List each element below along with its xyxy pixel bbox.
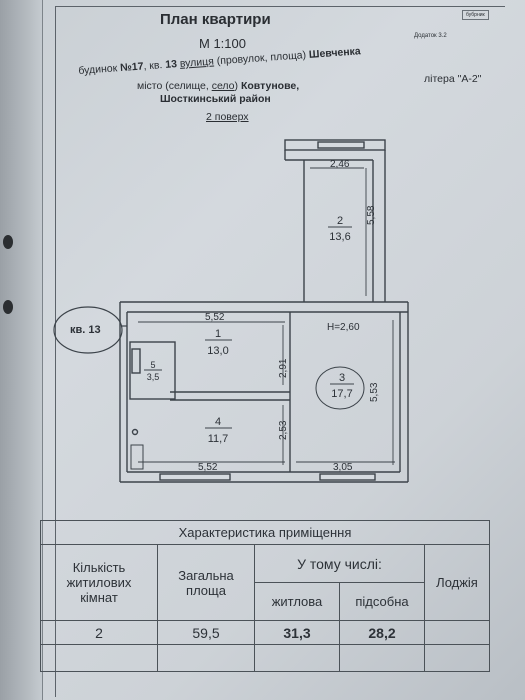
- city-name: Ковтунове,: [240, 80, 300, 92]
- header-total-line2: площа: [186, 582, 226, 598]
- address-line-2: місто (селище, село) Ковтунове,: [137, 80, 299, 92]
- window: [159, 473, 231, 481]
- room5-number: 5: [150, 360, 155, 370]
- room2-number: 2: [337, 215, 343, 227]
- city-type-suffix: ): [234, 80, 239, 92]
- dim-balcony-width: 2,46: [330, 159, 350, 170]
- header-rooms-line1: Кількість: [72, 560, 126, 576]
- dim-bottom-right-width: 3,05: [333, 462, 353, 473]
- bathtub-fixture: [131, 348, 141, 374]
- empty-cell: [40, 644, 158, 672]
- district-name: Шосткинський район: [160, 93, 271, 105]
- balcony-top-wall: [284, 139, 386, 151]
- header-including: У тому числі:: [254, 544, 425, 584]
- balcony-window: [317, 141, 365, 149]
- dim-room4-depth: 2,53: [278, 420, 289, 440]
- page-title: План квартири: [160, 11, 271, 28]
- dim-right-length: 5,53: [369, 382, 380, 402]
- floor-plan: 2,46 5,58 2 13,6 5,52 Н=2,60 кв. 13 1 13…: [53, 139, 409, 483]
- floor-label: 2 поверх: [206, 111, 249, 123]
- empty-cell: [424, 644, 490, 672]
- header-loggia: Лоджія: [424, 544, 490, 621]
- dim-bottom-left-width: 5,52: [198, 462, 218, 473]
- room1-area: 13,0: [207, 345, 228, 357]
- room3-number: 3: [339, 372, 345, 384]
- value-auxiliary-area: 28,2: [339, 619, 425, 646]
- room3-circle: [315, 366, 365, 410]
- apartment-tag: кв. 13: [70, 324, 101, 336]
- room4-area: 11,7: [208, 433, 229, 445]
- empty-cell: [254, 644, 340, 672]
- header-total-line1: Загальна: [178, 567, 234, 583]
- stove-fixture: [130, 444, 144, 470]
- room1-number: 1: [215, 328, 221, 340]
- header-rooms-line3: кімнат: [80, 590, 118, 606]
- empty-cell: [157, 644, 255, 672]
- page-frame: [55, 6, 505, 697]
- stamp-mark: бубрник: [462, 10, 489, 20]
- header-living: житлова: [254, 582, 340, 621]
- room3-area: 17,7: [331, 388, 352, 400]
- appendix-label: Додаток 3.2: [414, 33, 447, 39]
- room-characteristics-table: Характеристика приміщення Кількість жити…: [40, 519, 490, 672]
- plan-scale: М 1:100: [199, 36, 246, 51]
- apartment-tag-ellipse: [53, 306, 123, 354]
- room4-number: 4: [215, 416, 221, 428]
- dim-top-left-width: 5,52: [205, 312, 225, 323]
- binder-hole: [3, 235, 13, 249]
- empty-cell: [339, 644, 425, 672]
- header-rooms-count: Кількість житилових кімнат: [40, 544, 158, 621]
- room5-box: [129, 341, 176, 400]
- room2-area: 13,6: [329, 231, 350, 243]
- value-loggia: [424, 619, 490, 646]
- ceiling-height: Н=2,60: [327, 322, 360, 333]
- value-total-area: 59,5: [157, 619, 255, 646]
- building-letter: літера "А-2": [424, 73, 482, 85]
- table-caption: Характеристика приміщення: [40, 519, 490, 546]
- header-rooms-line2: житилових: [66, 575, 132, 591]
- dim-balcony-length: 5,58: [366, 205, 377, 225]
- previous-page-edge: [0, 0, 43, 700]
- binder-hole: [3, 300, 13, 314]
- city-type: село: [211, 80, 235, 92]
- dim-room1-depth: 2,91: [278, 358, 289, 378]
- header-total-area: Загальна площа: [157, 544, 255, 621]
- window: [319, 473, 376, 481]
- city-type-prefix: місто (селище,: [137, 80, 209, 92]
- sink-fixture: [131, 428, 139, 436]
- room5-area: 3,5: [147, 372, 160, 382]
- value-living-area: 31,3: [254, 619, 340, 646]
- header-auxiliary: підсобна: [339, 582, 425, 621]
- value-rooms-count: 2: [40, 619, 158, 646]
